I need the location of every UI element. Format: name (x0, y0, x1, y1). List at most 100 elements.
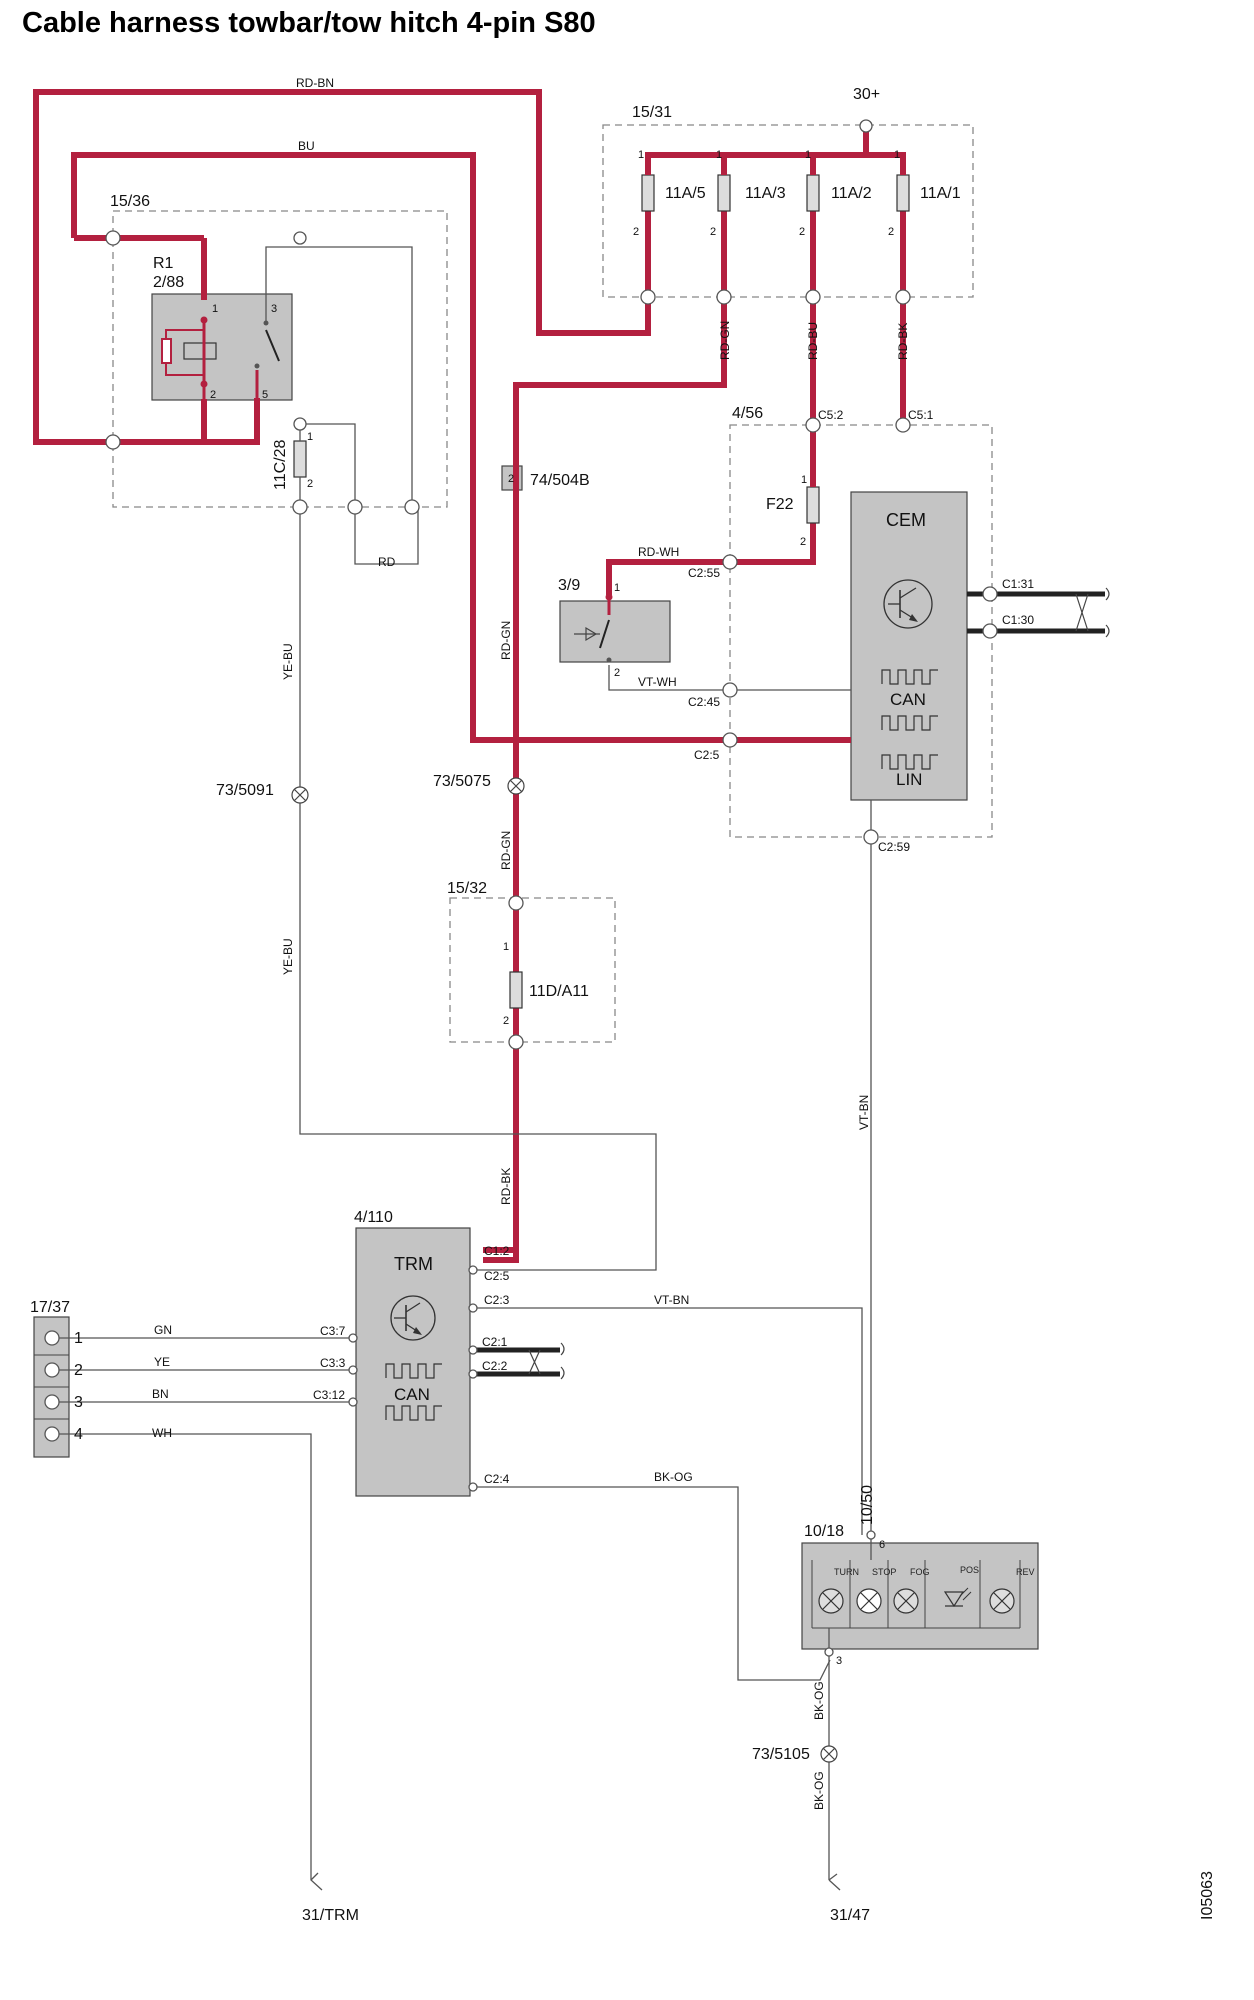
ground-73-5075-icon (507, 777, 525, 795)
wire-label-rd-gn-mid: RD-GN (499, 621, 513, 660)
pin-f22-2: 2 (800, 536, 806, 548)
wire-label-rd-bk-low: RD-BK (499, 1168, 513, 1205)
fusebox-15-31-frame (602, 124, 974, 298)
wire-label-rd-bu: RD-BU (806, 322, 820, 360)
can-wave-cem-icon (881, 669, 938, 731)
pin-relay-1: 1 (212, 303, 218, 315)
lamp-cluster-internals (811, 1560, 1021, 1629)
wire-vt-bn-trm (470, 1307, 863, 1535)
fuse-11d-a11-symbol (509, 971, 523, 1009)
wire-label-bk-og-upper: BK-OG (812, 1681, 826, 1720)
label-c1-31: C1:31 (1002, 577, 1034, 591)
transistor-cem-icon (883, 579, 933, 629)
label-c2-1: C2:1 (482, 1335, 508, 1349)
trm-module (355, 1227, 471, 1497)
label-switch-3-9: 3/9 (558, 577, 580, 594)
label-fuse-11d-a11: 11D/A11 (529, 983, 589, 1000)
fusebox-15-32-frame (449, 897, 616, 1043)
label-fuse-11a1: 11A/1 (920, 185, 961, 202)
label-c2-59: C2:59 (878, 840, 910, 854)
label-fusebox-15-32: 15/32 (447, 880, 487, 897)
label-fusebox-15-31: 15/31 (632, 104, 672, 121)
wire-vt-wh (608, 665, 851, 691)
lamp-pos-led-icon (943, 1587, 972, 1608)
lamp-label-rev: REV (1016, 1567, 1035, 1577)
lamp-label-fog: FOG (910, 1567, 930, 1577)
wire-label-vt-bn-trm: VT-BN (654, 1293, 689, 1307)
wire-label-vt-wh: VT-WH (638, 675, 677, 689)
can-twist-trm-icon (528, 1342, 565, 1380)
label-c3-12: C3:12 (313, 1388, 345, 1402)
relay-r1-body (151, 293, 293, 401)
wire-label-ye-bu-top: YE-BU (281, 643, 295, 680)
label-trm-4-110: 4/110 (354, 1209, 393, 1226)
pin-11a1-1: 1 (894, 149, 900, 161)
wire-rd-wh (606, 535, 816, 595)
pin-11c28-1: 1 (307, 431, 313, 443)
can-twist-cem-icon (1075, 587, 1110, 638)
label-c1-2: C1:2 (484, 1244, 510, 1258)
lamp-label-turn: TURN (834, 1567, 859, 1577)
pin-lamp-3: 3 (836, 1655, 842, 1667)
label-ground-31-trm: 31/TRM (302, 1907, 359, 1924)
relay-coil-icon (161, 316, 217, 411)
label-fuse-11a3: 11A/3 (745, 185, 786, 202)
pin-11a3-1: 1 (716, 149, 722, 161)
pin-relay-2: 2 (210, 389, 216, 401)
wire-label-rd: RD (378, 555, 396, 569)
wire-label-rd-wh: RD-WH (638, 545, 679, 559)
socket-pin-4 (44, 1426, 60, 1442)
wire-ye-bu (299, 507, 657, 1271)
label-connector-74-504b: 74/504B (530, 472, 590, 489)
wire-bk-og (470, 1486, 831, 1681)
wire-wh (52, 1433, 323, 1891)
socket-pin-2 (44, 1362, 60, 1378)
pin-11a3-2: 2 (710, 226, 716, 238)
wire-label-bk-og-trm: BK-OG (654, 1470, 693, 1484)
wire-rd-bk (483, 1042, 519, 1263)
lamp-stop-icon (856, 1588, 882, 1614)
lamp-rev-icon (989, 1588, 1015, 1614)
diagram-title: Cable harness towbar/tow hitch 4-pin S80 (22, 7, 596, 39)
pin-11d-1: 1 (503, 941, 509, 953)
label-cem: CEM (886, 510, 926, 530)
wire-label-wh: WH (152, 1426, 172, 1440)
label-trm-c2-5: C2:5 (484, 1269, 510, 1283)
transistor-trm-icon (390, 1295, 436, 1341)
wire-rd-bn (33, 89, 651, 445)
pin-11a5-1: 1 (638, 149, 644, 161)
fuse-11a2-symbol (806, 160, 820, 212)
fuse-11a5-symbol (641, 160, 655, 212)
wire-rd-gn (483, 210, 727, 1253)
pin-relay-3: 3 (271, 303, 277, 315)
label-c5-1: C5:1 (908, 408, 934, 422)
wire-fuse-11c28-top (300, 423, 356, 507)
pin-11d-2: 2 (503, 1015, 509, 1027)
label-c2-45: C2:45 (688, 695, 720, 709)
pin-relay-5: 5 (262, 389, 268, 401)
label-c1-30: C1:30 (1002, 613, 1034, 627)
label-ground-73-5091: 73/5091 (216, 782, 274, 799)
socket-pin-label-1: 1 (74, 1330, 83, 1347)
lamp-fog-icon (893, 1588, 919, 1614)
lamp-label-pos: POS (960, 1565, 979, 1575)
socket-pin-label-4: 4 (74, 1426, 83, 1443)
label-ground-73-5075: 73/5075 (433, 773, 491, 790)
label-lamp-10-18: 10/18 (804, 1523, 844, 1540)
pin-switch-1: 1 (614, 582, 620, 594)
label-relay-r1: R1 (153, 255, 174, 272)
pin-lamp-6: 6 (879, 1539, 885, 1551)
wire-label-vt-bn: VT-BN (857, 1095, 871, 1130)
wire-label-ye: YE (154, 1355, 170, 1369)
fuse-11a1-symbol (896, 160, 910, 212)
label-c5-2: C5:2 (818, 408, 844, 422)
wire-label-bn: BN (152, 1387, 169, 1401)
wire-supply-bus (645, 152, 906, 160)
label-fuse-11a5: 11A/5 (665, 185, 706, 202)
label-c3-7: C3:7 (320, 1324, 346, 1338)
label-trm-can: CAN (394, 1385, 430, 1404)
switch-3-9-body (559, 600, 671, 663)
label-c2-55: C2:55 (688, 566, 720, 580)
wire-relay-87 (204, 398, 260, 445)
